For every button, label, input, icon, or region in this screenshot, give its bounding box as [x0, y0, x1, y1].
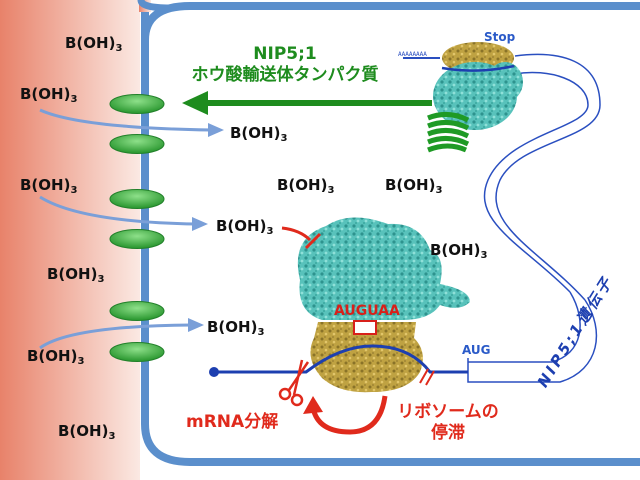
cell-corner-top: [137, 0, 171, 12]
gene-body: [467, 299, 598, 383]
membrane-channel: [109, 229, 165, 249]
membrane-channel: [109, 189, 165, 209]
gene-body-inner: [468, 291, 581, 363]
boric-acid-label: B(OH)3: [58, 422, 116, 442]
mrna-to-gene-upper: [495, 53, 601, 301]
boric-acid-label: B(OH)3: [20, 176, 78, 196]
cell-membrane: [141, 0, 640, 466]
decay-cycle-arrow: [310, 395, 388, 435]
stall-mark: [419, 368, 435, 386]
transporter-delivery-arrow-head: [182, 91, 208, 115]
boric-acid-label: B(OH)3: [230, 124, 288, 144]
scissors-icon: [278, 359, 310, 407]
translating-ribosome: [433, 42, 523, 130]
transport-arrow-head: [188, 318, 204, 332]
boric-acid-label: B(OH)3: [430, 241, 488, 261]
ribosome-stall-line1: リボソームの: [397, 402, 499, 422]
transport-arrow-head: [208, 123, 224, 137]
membrane-channel: [109, 342, 165, 362]
mrna-decay-label: mRNA分解: [186, 412, 279, 432]
poly-a-tail-label: AAAAAAAA: [398, 51, 427, 58]
boric-acid-label: B(OH)3: [20, 85, 78, 105]
mrna-to-gene-lower: [483, 71, 589, 293]
boric-acid-label: B(OH)3: [216, 217, 274, 237]
mrna-lower-left: [216, 344, 468, 374]
membrane-channel: [109, 301, 165, 321]
start-codon-label: AUG: [462, 343, 491, 357]
transport-arrow: [39, 323, 193, 350]
auguaa-sequence-label: AUGUAA: [334, 303, 400, 319]
ribosome-stall-label: リボソームの 停滞: [388, 402, 508, 444]
decay-cycle-arrow-head: [303, 396, 323, 414]
ribosome-stall-line2: 停滞: [431, 423, 465, 443]
transporter-title: NIP5;1 ホウ酸輸送体タンパク質: [160, 44, 410, 86]
boric-acid-label: B(OH)3: [65, 34, 123, 54]
membrane-channel: [109, 94, 165, 114]
codon-box: [353, 320, 377, 335]
boric-acid-label: B(OH)3: [47, 265, 105, 285]
inhibition-bar: [304, 232, 322, 250]
inhibition-curve: [281, 226, 312, 242]
transport-arrow: [39, 195, 197, 226]
transport-arrow-head: [192, 217, 208, 231]
transporter-description: ホウ酸輸送体タンパク質: [191, 65, 379, 85]
boric-acid-label: B(OH)3: [385, 176, 443, 196]
stop-codon-label: Stop: [484, 30, 516, 44]
nascent-protein-helix: [427, 112, 470, 153]
cell-membrane-top: [141, 2, 640, 41]
boric-acid-label: B(OH)3: [207, 318, 265, 338]
boric-acid-label: B(OH)3: [277, 176, 335, 196]
boric-acid-label: B(OH)3: [27, 347, 85, 367]
mrna-5-prime-cap: [209, 367, 219, 377]
transport-arrow: [39, 108, 213, 132]
membrane-channel: [109, 134, 165, 154]
transporter-name: NIP5;1: [253, 44, 317, 64]
